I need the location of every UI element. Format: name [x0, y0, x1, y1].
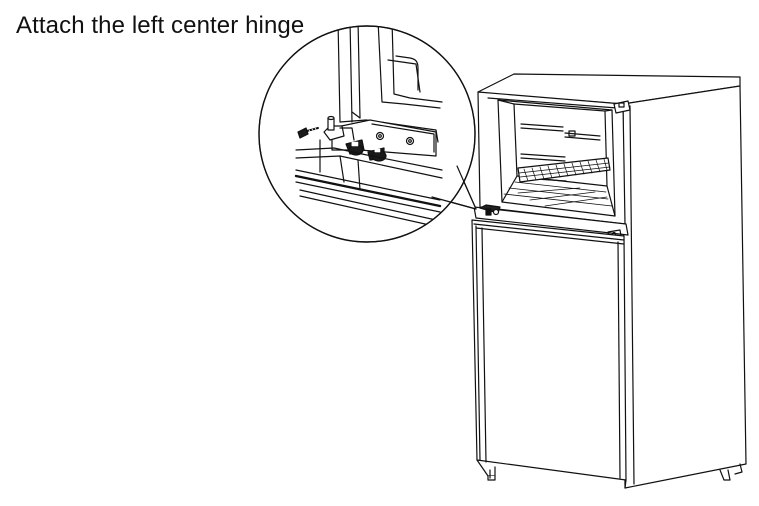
refrigerator-illustration [472, 74, 746, 488]
hinge-detail-callout [259, 20, 476, 242]
page-title: Attach the left center hinge [16, 12, 305, 39]
